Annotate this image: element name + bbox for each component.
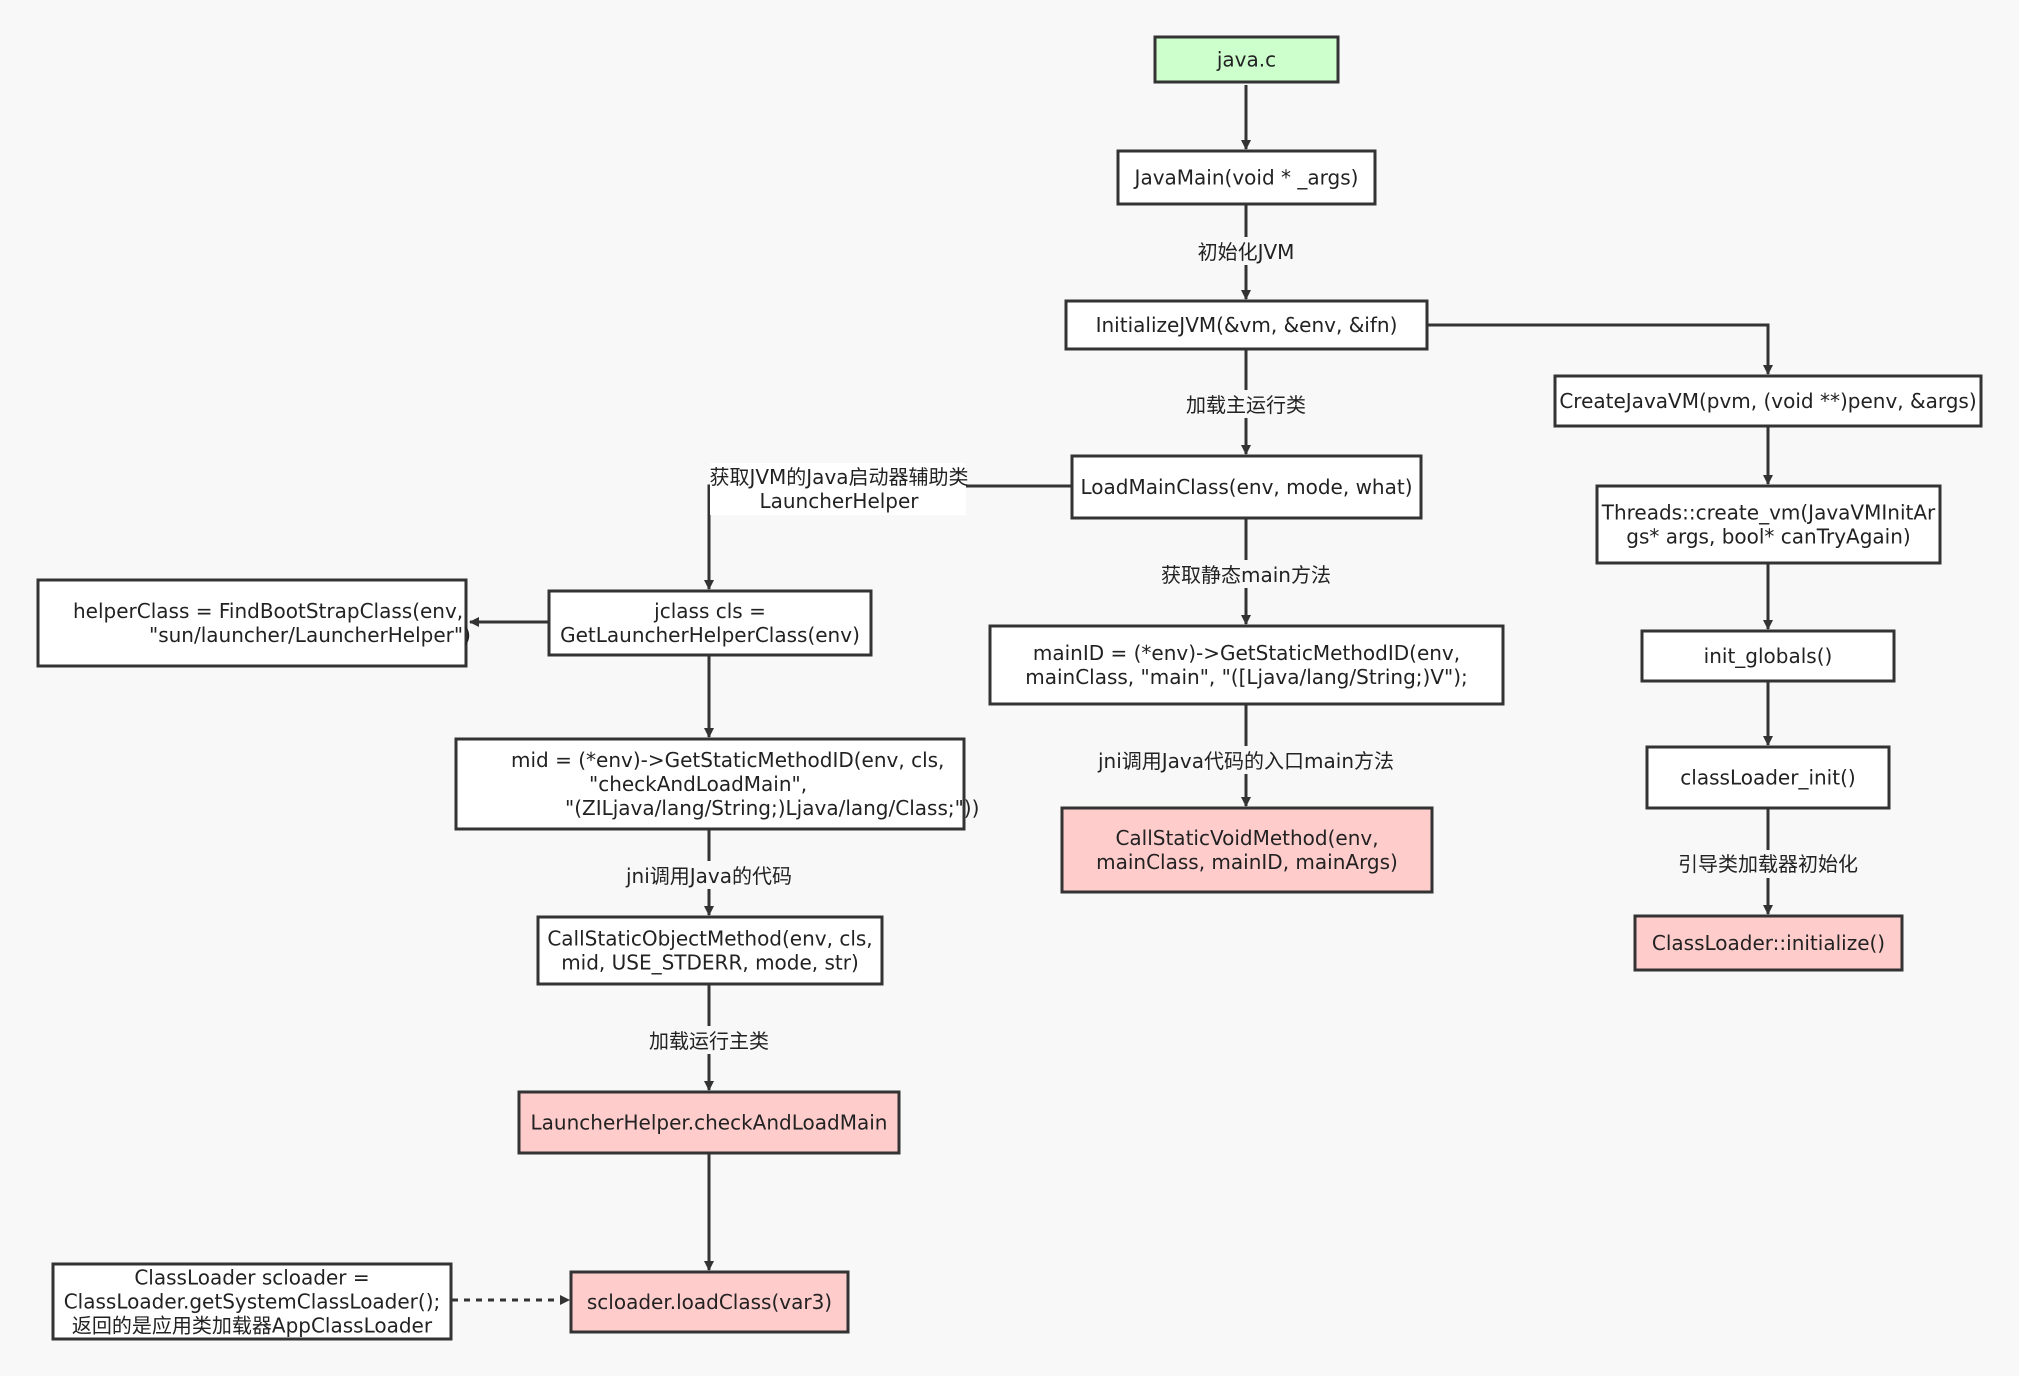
edge-label-load-run-main-class: 加载运行主类 — [649, 1026, 769, 1054]
edge-label-jni-call-main: jni调用Java代码的入口main方法 — [1097, 746, 1394, 774]
node-create-java-vm-line-1: CreateJavaVM(pvm, (void **)penv, &args) — [1559, 389, 1976, 413]
node-create-java-vm: CreateJavaVM(pvm, (void **)penv, &args) — [1553, 374, 1983, 428]
node-helper-class-box — [36, 578, 468, 668]
node-check-and-load-main-box — [517, 1090, 901, 1155]
node-jclass-cls-line-1: jclass cls = — [653, 599, 766, 623]
node-call-static-void-line-1: CallStaticVoidMethod(env, — [1115, 826, 1378, 850]
node-main-id-line-1: mainID = (*env)->GetStaticMethodID(env, — [1033, 641, 1460, 665]
edge-label-bootstrap-loader-init: 引导类加载器初始化 — [1678, 850, 1858, 878]
edge-label-get-launcher-helper: 获取JVM的Java启动器辅助类 LauncherHelper — [709, 463, 969, 515]
node-classloader-initialize-box — [1633, 914, 1904, 972]
edge-label-get-static-main-text: 获取静态main方法 — [1161, 563, 1331, 587]
edge-label-load-run-main-class-text: 加载运行主类 — [649, 1029, 769, 1053]
node-java-c-line-1: java.c — [1216, 48, 1276, 72]
node-check-and-load-main: LauncherHelper.checkAndLoadMain — [517, 1090, 901, 1155]
node-load-class-box — [569, 1270, 850, 1334]
node-call-static-void-box — [1060, 806, 1434, 894]
node-threads-create-vm-line-1: Threads::create_vm(JavaVMInitAr — [1601, 501, 1936, 525]
node-jclass-cls-box — [547, 589, 873, 657]
node-java-main-line-1: JavaMain(void * _args) — [1133, 166, 1359, 190]
node-init-globals-box — [1640, 629, 1896, 683]
node-main-id-line-2: mainClass, "main", "([Ljava/lang/String;… — [1025, 665, 1468, 689]
node-initialize-jvm-box — [1064, 299, 1429, 351]
node-call-static-void-line-2: mainClass, mainID, mainArgs) — [1096, 850, 1398, 874]
node-threads-create-vm-line-2: gs* args, bool* canTryAgain) — [1626, 525, 1910, 549]
edge-label-load-main-run-class-text: 加载主运行类 — [1186, 393, 1306, 417]
node-load-main-class: LoadMainClass(env, mode, what) — [1070, 454, 1423, 520]
edge-label-load-main-run-class: 加载主运行类 — [1186, 390, 1306, 418]
node-java-main-box — [1116, 149, 1377, 206]
node-init-globals-line-1: init_globals() — [1704, 644, 1833, 668]
node-classloader-initialize-line-1: ClassLoader::initialize() — [1652, 931, 1885, 955]
node-call-static-object-line-1: CallStaticObjectMethod(env, cls, — [547, 927, 872, 951]
node-init-globals: init_globals() — [1640, 629, 1896, 683]
edge-label-jni-call-main-text: jni调用Java代码的入口main方法 — [1097, 749, 1394, 773]
edge-label-bootstrap-loader-init-text: 引导类加载器初始化 — [1678, 852, 1858, 876]
edge-label-init-jvm: 初始化JVM — [1192, 237, 1300, 265]
edge-label-init-jvm-text: 初始化JVM — [1198, 240, 1295, 264]
node-mid-box — [454, 737, 966, 831]
node-scloader-note: ClassLoader scloader =ClassLoader.getSys… — [51, 1262, 453, 1341]
node-helper-class-line-1: helperClass = FindBootStrapClass(env, — [73, 599, 463, 623]
node-call-static-object-line-2: mid, USE_STDERR, mode, str) — [561, 951, 859, 975]
node-helper-class: helperClass = FindBootStrapClass(env,"su… — [36, 578, 471, 668]
node-load-main-class-box — [1070, 454, 1423, 520]
node-scloader-note-line-1: ClassLoader scloader = — [134, 1266, 369, 1290]
node-classloader-initialize: ClassLoader::initialize() — [1633, 914, 1904, 972]
edge-label-get-static-main: 获取静态main方法 — [1161, 560, 1331, 588]
node-call-static-void: CallStaticVoidMethod(env,mainClass, main… — [1060, 806, 1434, 894]
node-main-id-box — [988, 624, 1505, 706]
node-threads-create-vm-box — [1595, 484, 1942, 565]
node-check-and-load-main-line-1: LauncherHelper.checkAndLoadMain — [531, 1111, 888, 1135]
node-main-id: mainID = (*env)->GetStaticMethodID(env,m… — [988, 624, 1505, 706]
node-jclass-cls-line-2: GetLauncherHelperClass(env) — [560, 623, 860, 647]
node-classloader-init: classLoader_init() — [1645, 745, 1891, 810]
node-mid-line-1: mid = (*env)->GetStaticMethodID(env, cls… — [511, 748, 944, 772]
node-scloader-note-line-2: ClassLoader.getSystemClassLoader(); — [64, 1290, 441, 1314]
node-load-class-line-1: scloader.loadClass(var3) — [587, 1290, 832, 1314]
node-java-main: JavaMain(void * _args) — [1116, 149, 1377, 206]
node-mid: mid = (*env)->GetStaticMethodID(env, cls… — [454, 737, 979, 831]
node-call-static-object-box — [536, 915, 884, 986]
node-initialize-jvm-line-1: InitializeJVM(&vm, &env, &ifn) — [1096, 313, 1398, 337]
node-call-static-object: CallStaticObjectMethod(env, cls,mid, USE… — [536, 915, 884, 986]
node-load-class: scloader.loadClass(var3) — [569, 1270, 850, 1334]
edge-label-jni-call-java: jni调用Java的代码 — [625, 861, 792, 889]
node-classloader-init-line-1: classLoader_init() — [1680, 766, 1855, 790]
edge-label-get-launcher-helper-line1: 获取JVM的Java启动器辅助类 — [709, 465, 968, 489]
node-jclass-cls: jclass cls =GetLauncherHelperClass(env) — [547, 589, 873, 657]
node-helper-class-line-2: "sun/launcher/LauncherHelper") — [149, 623, 471, 647]
node-classloader-init-box — [1645, 745, 1891, 810]
edge-initializejvm-to-createjavavm — [1427, 323, 1773, 375]
node-java-c: java.c — [1153, 35, 1340, 84]
node-scloader-note-line-3: 返回的是应用类加载器AppClassLoader — [72, 1314, 433, 1338]
node-create-java-vm-box — [1553, 374, 1983, 428]
node-scloader-note-box — [51, 1262, 453, 1341]
node-mid-line-2: "checkAndLoadMain", — [589, 772, 807, 796]
node-mid-line-3: "(ZILjava/lang/String;)Ljava/lang/Class;… — [565, 796, 979, 820]
node-initialize-jvm: InitializeJVM(&vm, &env, &ifn) — [1064, 299, 1429, 351]
node-java-c-box — [1153, 35, 1340, 84]
node-load-main-class-line-1: LoadMainClass(env, mode, what) — [1080, 475, 1412, 499]
edge-label-get-launcher-helper-line2: LauncherHelper — [759, 489, 919, 513]
edge-label-jni-call-java-text: jni调用Java的代码 — [625, 864, 792, 888]
